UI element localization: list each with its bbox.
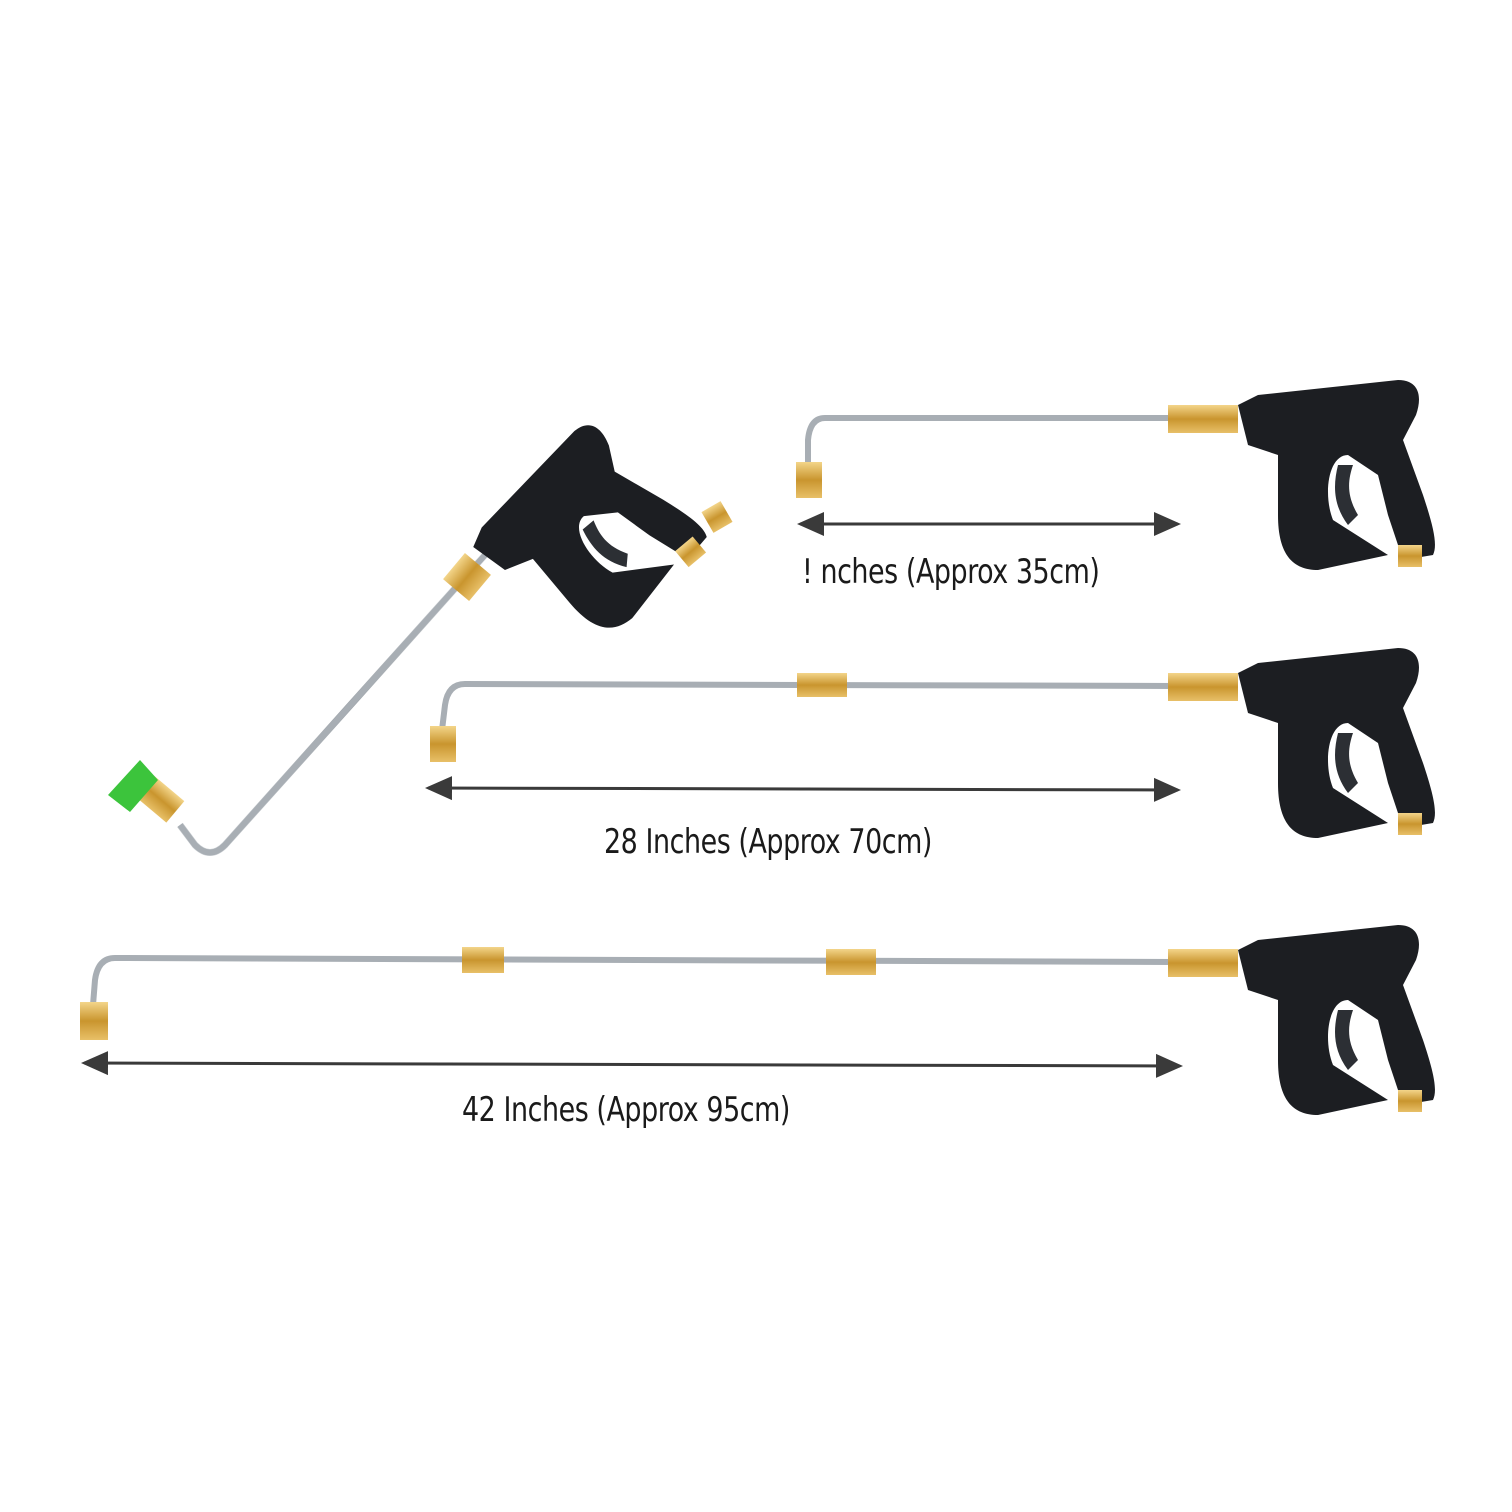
dimension-label-medium: 28 Inches (Approx 70cm) — [604, 822, 932, 862]
nozzle-tip-icon — [108, 760, 158, 812]
gun-short-wand — [796, 380, 1435, 570]
gun-medium-wand — [425, 648, 1435, 838]
dimension-label-long: 42 Inches (Approx 95cm) — [462, 1090, 790, 1130]
dimension-label-short: ! nches (Approx 35cm) — [802, 552, 1100, 592]
dimension-arrow-long — [81, 1051, 1183, 1078]
angled-gun-assembly — [108, 408, 733, 856]
gun-long-wand — [80, 925, 1435, 1115]
dimension-arrow-medium — [425, 776, 1181, 802]
